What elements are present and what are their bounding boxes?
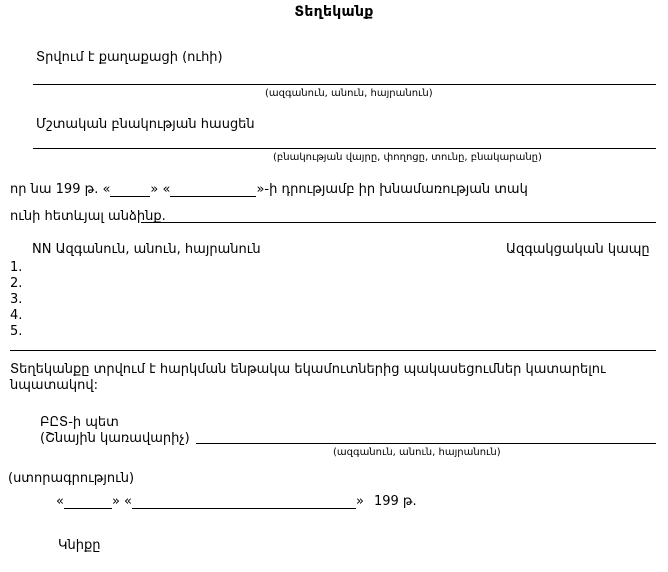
date-year: 199 թ. xyxy=(373,494,417,509)
date-mid-quote: » « xyxy=(111,494,133,509)
signer-name-rule[interactable] xyxy=(196,443,656,444)
issued-to-rule xyxy=(33,84,656,85)
date-line: « » « » 199 թ. xyxy=(56,494,417,509)
signer-role-line-1: ԲԸՏ-ի պետ xyxy=(40,415,119,430)
dependents-month-blank[interactable] xyxy=(170,185,257,197)
list-item[interactable]: 5. xyxy=(10,324,23,339)
list-item[interactable]: 4. xyxy=(10,308,23,323)
list-item[interactable]: 1. xyxy=(10,260,23,275)
address-label: Մշտական բնակության հասցեն xyxy=(36,117,255,132)
dependents-line-prefix: որ նա 199 թ. « xyxy=(10,182,111,197)
signer-role-line-2: (Շնային կառավարիչ) xyxy=(40,431,190,446)
date-close-quote: » xyxy=(356,494,364,509)
purpose-line-1: Տեղեկանքը տրվում է հարկման ենթակա եկամու… xyxy=(10,362,606,377)
table-header-left: NN Ազգանուն, անուն, հայրանուն xyxy=(32,242,261,257)
page-title: Տեղեկանք xyxy=(294,4,374,20)
issued-to-label: Տրվում է քաղաքացի (ուհի) xyxy=(36,50,223,65)
dependents-list: 1. 2. 3. 4. 5. xyxy=(10,260,22,340)
purpose-line-2: նպատակով: xyxy=(10,378,98,393)
address-caption: (բնակության վայրը, փողոցը, տունը, բնակար… xyxy=(273,152,542,163)
date-month-blank[interactable] xyxy=(132,497,357,509)
dependents-date-line: որ նա 199 թ. « » « »-ի դրությամբ իր խնամ… xyxy=(10,182,528,197)
date-day-blank[interactable] xyxy=(63,497,112,509)
dependents-has-label: ունի հետևյալ անձինք. xyxy=(10,209,166,224)
dependents-day-blank[interactable] xyxy=(110,185,151,197)
dependents-line-suffix-text: »-ի դրությամբ իր խնամառության տակ xyxy=(256,182,528,197)
list-bottom-rule xyxy=(10,350,656,351)
dependents-has-rule xyxy=(141,222,656,223)
issued-to-caption: (ազգանուն, անուն, հայրանուն) xyxy=(265,88,433,99)
table-header-right: Ազգակցական կապը xyxy=(506,242,650,257)
address-rule xyxy=(33,148,656,149)
list-item[interactable]: 2. xyxy=(10,276,23,291)
list-item[interactable]: 3. xyxy=(10,292,23,307)
dependents-line-mid: » « xyxy=(150,182,171,197)
signer-name-caption: (ազգանուն, անուն, հայրանուն) xyxy=(333,447,501,458)
signature-caption: (ստորագրություն) xyxy=(8,471,135,486)
seal-label: Կնիքը xyxy=(58,538,101,553)
date-open-quote: « xyxy=(56,494,64,509)
